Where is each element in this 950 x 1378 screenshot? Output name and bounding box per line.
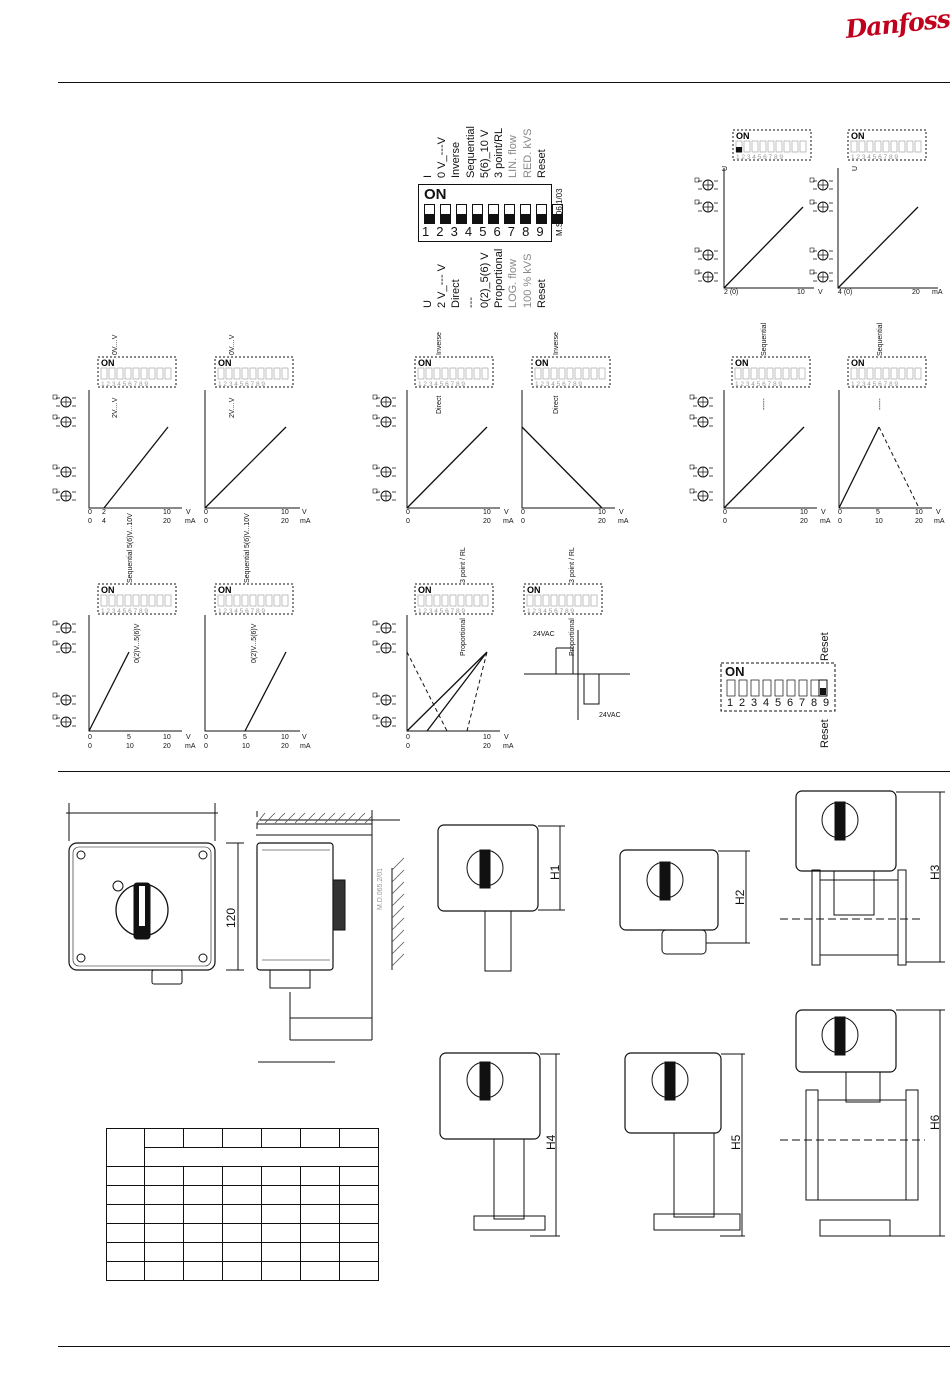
panel-56-a xyxy=(52,583,182,732)
section-rule xyxy=(58,771,950,772)
height-120-label: 120 xyxy=(224,907,238,928)
on-label: ON xyxy=(424,186,447,203)
tick: 2 (0) xyxy=(724,289,739,296)
valve-assembly-4 xyxy=(439,1052,560,1237)
tick: 4 (0) xyxy=(838,289,853,296)
panel-dir-a xyxy=(372,356,500,509)
panel-2v-a xyxy=(52,356,182,509)
panel-dir-b xyxy=(521,356,615,509)
h6-label: H6 xyxy=(928,1114,942,1130)
tick: 20 xyxy=(912,289,920,296)
footer-rule xyxy=(58,1346,950,1347)
valve-assembly-3 xyxy=(780,790,945,966)
wall-hatch xyxy=(256,812,405,967)
h4-label: H4 xyxy=(544,1134,558,1150)
panel-uv xyxy=(694,129,814,289)
valve-assembly-6 xyxy=(780,1009,945,1237)
switch-levers xyxy=(424,204,563,224)
valve-assembly-1 xyxy=(437,824,565,972)
reset-bottom-label: Reset xyxy=(819,719,831,748)
header-rule xyxy=(58,82,950,83)
panel-2v-b xyxy=(204,356,300,509)
dimension-drawing-code: M.D.065.2/01 xyxy=(377,867,384,910)
h5-label: H5 xyxy=(729,1134,743,1150)
tick: mA xyxy=(932,289,943,296)
h1-label: H1 xyxy=(548,864,562,880)
h3-label: H3 xyxy=(928,864,942,880)
reset-switch xyxy=(720,662,836,712)
h2-label: H2 xyxy=(733,889,747,905)
panel-56-b xyxy=(204,583,300,732)
panel-uma xyxy=(809,129,938,289)
panel-3pt-a xyxy=(372,583,500,732)
dimension-table xyxy=(106,1128,379,1281)
actuator-front-view xyxy=(66,803,244,985)
panel-3pt-b xyxy=(523,583,630,720)
actuator-side-view xyxy=(256,810,400,1063)
tick: V xyxy=(818,289,823,296)
panel-seq-b xyxy=(838,356,932,509)
tick: 10 xyxy=(797,289,805,296)
valve-assembly-5 xyxy=(624,1052,745,1237)
reset-top-label: Reset xyxy=(819,632,831,661)
reset-on-label: ON xyxy=(725,664,745,679)
panel-seq-a xyxy=(689,356,817,509)
valve-assembly-2 xyxy=(619,849,750,955)
